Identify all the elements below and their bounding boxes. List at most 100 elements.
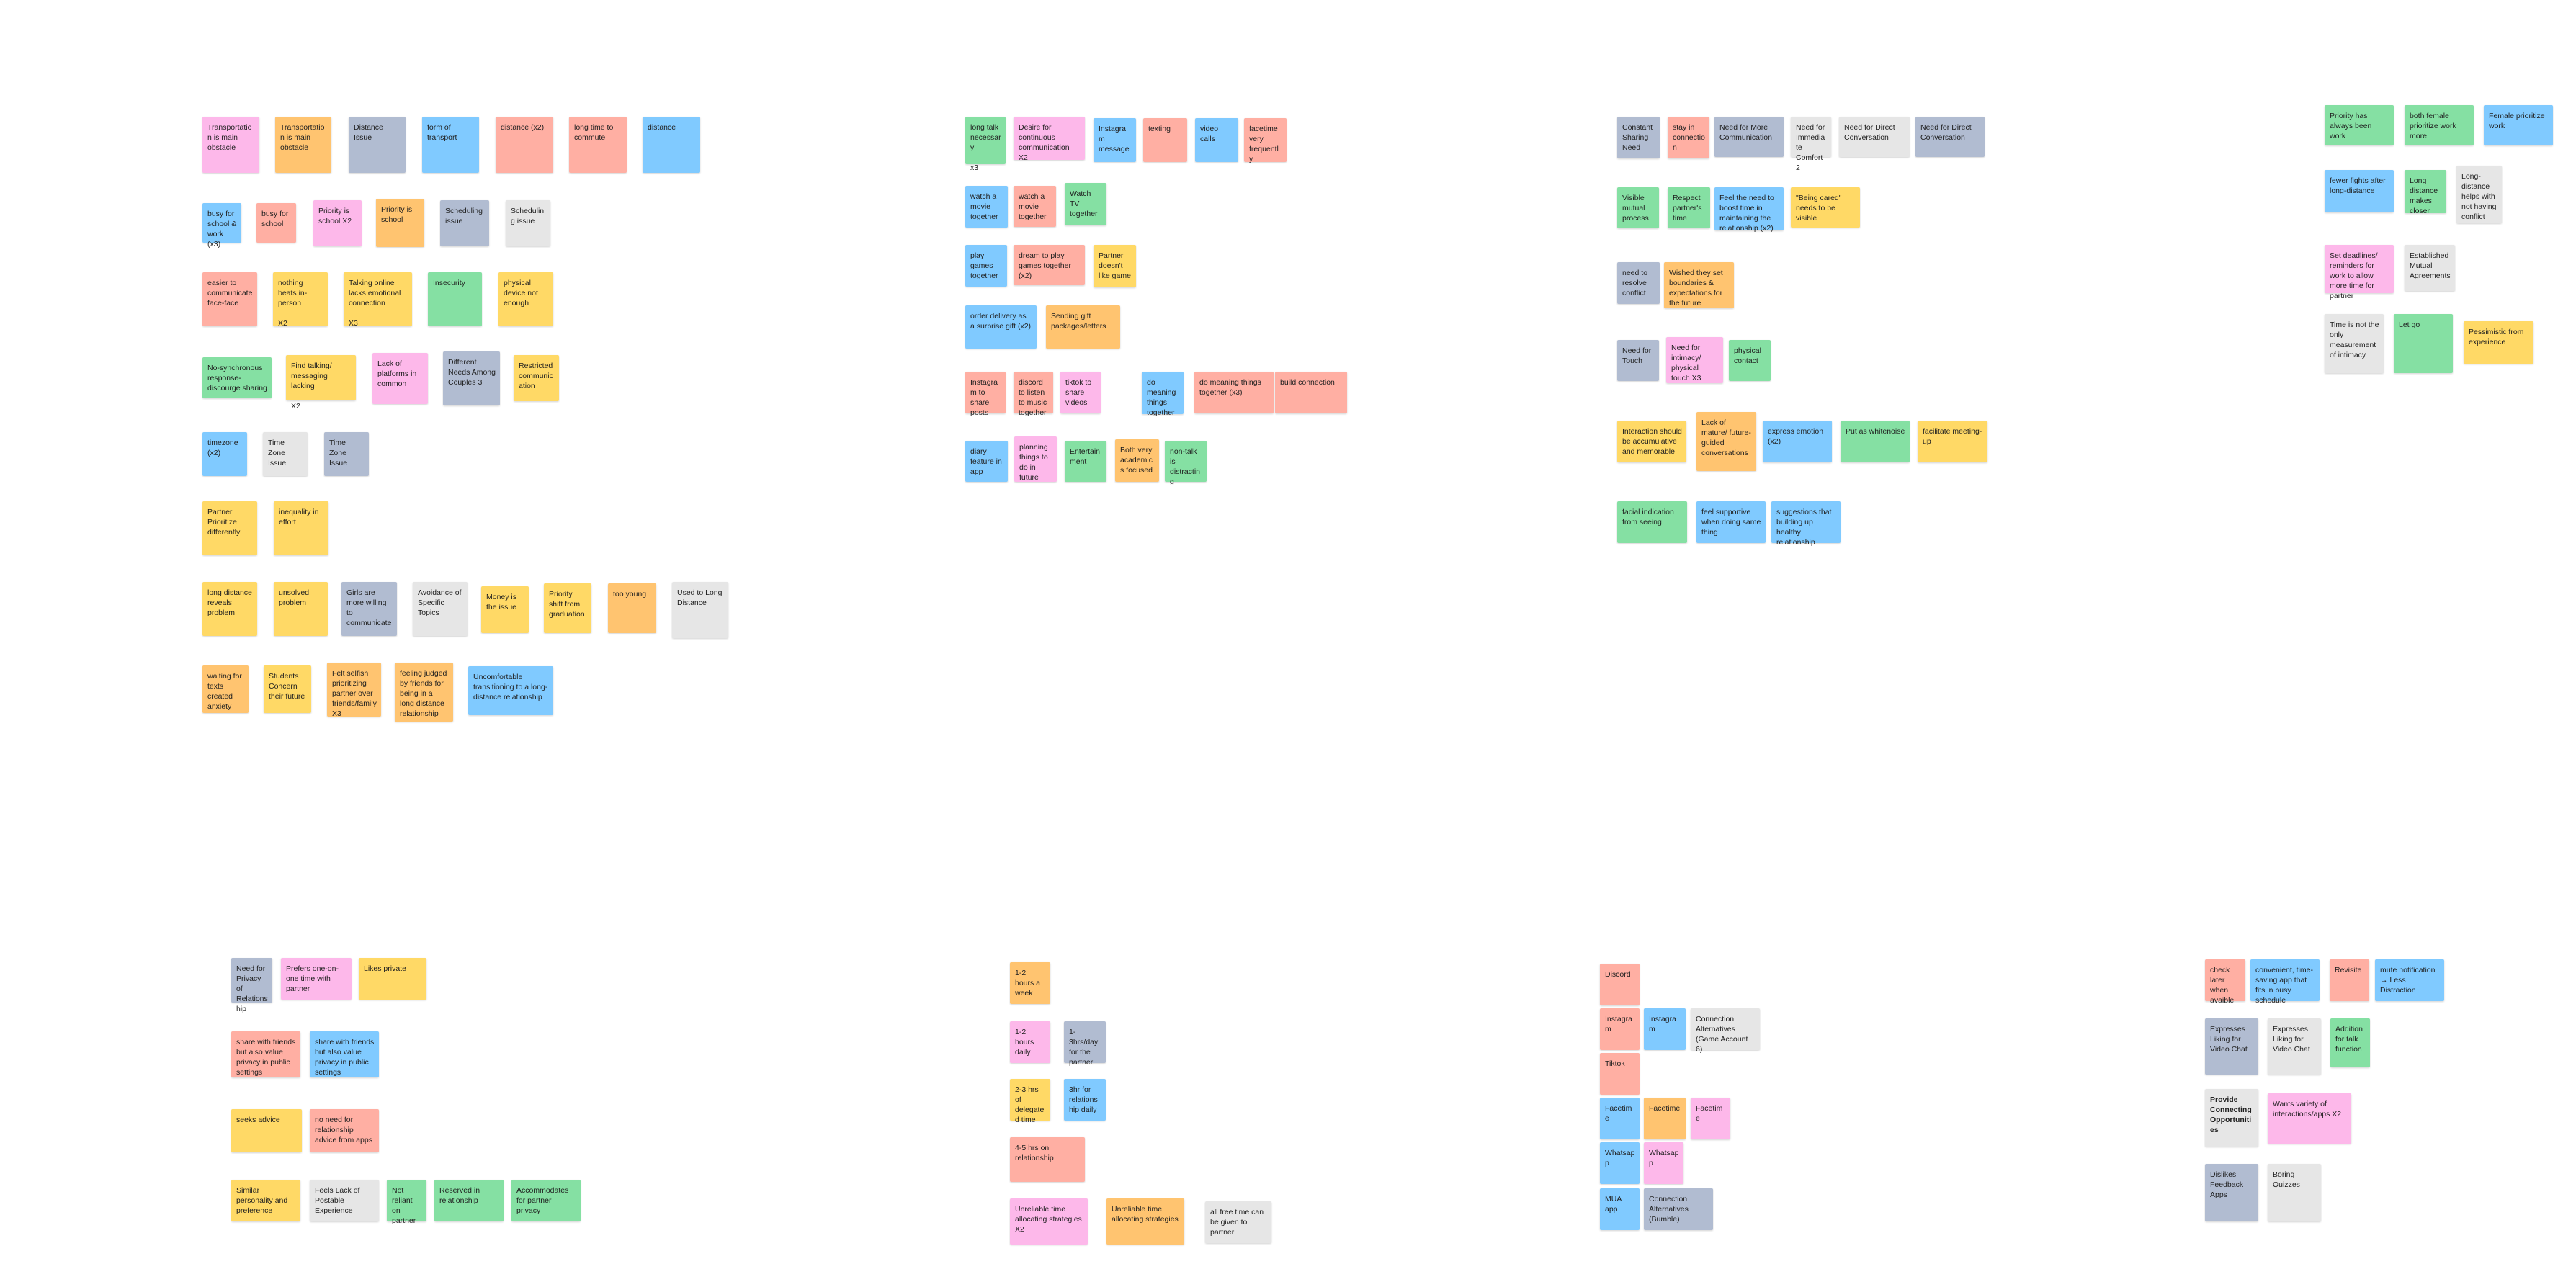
sticky-note[interactable]: Priority has always been work xyxy=(2325,105,2394,145)
sticky-note[interactable]: long distance reveals problem xyxy=(202,582,257,636)
sticky-note[interactable]: suggestions that building up healthy rel… xyxy=(1771,501,1841,547)
sticky-note[interactable]: do meaning things together xyxy=(1142,372,1184,417)
sticky-note[interactable]: physical device not enough xyxy=(498,272,553,326)
sticky-note[interactable]: Tiktok xyxy=(1600,1053,1640,1095)
sticky-note[interactable]: tiktok to share videos xyxy=(1060,372,1101,413)
sticky-note[interactable]: distance xyxy=(643,117,700,173)
sticky-note[interactable]: Need for Touch xyxy=(1617,340,1659,381)
sticky-note[interactable]: Uncomfortable transitioning to a long-di… xyxy=(468,666,553,715)
sticky-note[interactable]: Feels Lack of Postable Experience xyxy=(310,1180,379,1221)
sticky-note[interactable]: Restricted communication xyxy=(514,355,559,401)
sticky-note[interactable]: Need for Direct Conversation xyxy=(1839,117,1910,157)
sticky-note[interactable]: Both very academics focused xyxy=(1115,439,1159,482)
sticky-note[interactable]: busy for school xyxy=(256,203,296,243)
sticky-note[interactable]: diary feature in app xyxy=(965,441,1008,482)
sticky-note[interactable]: 1-2 hours a week xyxy=(1010,962,1050,1004)
sticky-note[interactable]: no need for relationship advice from app… xyxy=(310,1109,379,1152)
sticky-note[interactable]: Partner doesn't like game xyxy=(1094,245,1136,287)
sticky-note[interactable]: Felt selfish prioritizing partner over f… xyxy=(327,663,381,718)
sticky-note[interactable]: MUA app xyxy=(1600,1188,1640,1230)
sticky-note[interactable]: nothing beats in-person X2 xyxy=(273,272,328,328)
sticky-note[interactable]: seeks advice xyxy=(231,1109,302,1152)
sticky-note[interactable]: facetime very frequently xyxy=(1244,118,1287,163)
sticky-note[interactable]: unsolved problem xyxy=(274,582,328,636)
sticky-note[interactable]: both female prioritize work more xyxy=(2405,105,2474,145)
sticky-note[interactable]: 1-2 hours daily xyxy=(1010,1021,1050,1063)
sticky-note[interactable]: discord to listen to music together xyxy=(1014,372,1053,417)
sticky-note[interactable]: Instagram message xyxy=(1094,118,1136,162)
sticky-note[interactable]: Put as whitenoise xyxy=(1841,421,1910,462)
sticky-note[interactable]: too young xyxy=(608,583,656,633)
sticky-note[interactable]: Whatsapp xyxy=(1644,1142,1683,1184)
sticky-note[interactable]: facial indication from seeing xyxy=(1617,501,1687,543)
sticky-note[interactable]: long talk necessary x3 xyxy=(965,117,1006,172)
sticky-note[interactable]: Revisite xyxy=(2330,959,2369,1001)
sticky-note[interactable]: all free time can be given to partner xyxy=(1205,1201,1271,1243)
sticky-note[interactable]: Talking online lacks emotional connectio… xyxy=(344,272,412,328)
sticky-note[interactable]: Priority is school X2 xyxy=(313,200,362,246)
sticky-note[interactable]: Boring Quizzes xyxy=(2268,1164,2321,1221)
sticky-note[interactable]: No-synchronous response-discourge sharin… xyxy=(202,357,272,398)
sticky-note[interactable]: Priority shift from graduation xyxy=(544,583,591,633)
sticky-note[interactable]: 3hr for relationship daily xyxy=(1064,1079,1106,1121)
sticky-note[interactable]: stay in connection xyxy=(1668,117,1709,158)
sticky-note[interactable]: Need for Privacy of Relationship xyxy=(231,958,272,1013)
sticky-note[interactable]: busy for school & work (x3) xyxy=(202,203,241,248)
sticky-note[interactable]: Constant Sharing Need xyxy=(1617,117,1660,158)
sticky-note[interactable]: Instagram xyxy=(1644,1008,1686,1050)
sticky-note[interactable]: form of transport xyxy=(422,117,479,173)
sticky-note[interactable]: Reserved in relationship xyxy=(434,1180,504,1221)
sticky-note[interactable]: share with friends but also value privac… xyxy=(231,1031,300,1077)
sticky-note[interactable]: Lack of platforms in common xyxy=(372,353,428,404)
sticky-note[interactable]: order delivery as a surprise gift (x2) xyxy=(965,305,1037,349)
sticky-note[interactable]: Expresses Liking for Video Chat xyxy=(2205,1018,2258,1075)
sticky-note[interactable]: express emotion (x2) xyxy=(1763,421,1832,462)
sticky-note[interactable]: feeling judged by friends for being in a… xyxy=(395,663,453,722)
sticky-note[interactable]: Expresses Liking for Video Chat xyxy=(2268,1018,2321,1075)
sticky-note[interactable]: Desire for continuous communication X2 xyxy=(1014,117,1085,162)
sticky-note[interactable]: mute notification → Less Distraction xyxy=(2375,959,2444,1001)
sticky-note[interactable]: Time is not the only measurement of inti… xyxy=(2325,314,2384,373)
sticky-note[interactable]: Established Mutual Agreements xyxy=(2405,245,2455,291)
sticky-note[interactable]: Wants variety of interactions/apps X2 xyxy=(2268,1093,2351,1144)
sticky-note[interactable]: Entertainment xyxy=(1065,441,1106,482)
sticky-note[interactable]: Used to Long Distance xyxy=(672,582,728,638)
sticky-note[interactable]: Need for Immediate Comfort 2 xyxy=(1791,117,1831,172)
sticky-note[interactable]: Money is the issue xyxy=(481,586,529,633)
sticky-note[interactable]: video calls xyxy=(1195,118,1238,162)
sticky-note[interactable]: Time Zone Issue xyxy=(324,432,369,476)
sticky-note[interactable]: long time to commute xyxy=(569,117,627,173)
sticky-note[interactable]: Transportation is main obstacle xyxy=(275,117,331,173)
sticky-note[interactable]: Female prioritize work xyxy=(2484,105,2553,145)
sticky-note[interactable]: Facetime xyxy=(1691,1098,1730,1139)
sticky-note[interactable]: waiting for texts created anxiety xyxy=(202,665,249,713)
sticky-note[interactable]: Watch TV together xyxy=(1065,183,1106,225)
sticky-note[interactable]: check later when avaible xyxy=(2205,959,2245,1005)
sticky-note[interactable]: Interaction should be accumulative and m… xyxy=(1617,421,1686,462)
sticky-note[interactable]: Instagram to share posts xyxy=(965,372,1006,417)
sticky-note[interactable]: Not reliant on partner xyxy=(387,1180,426,1225)
sticky-note[interactable]: build connection xyxy=(1275,372,1347,413)
sticky-note[interactable]: "Being cared" needs to be visible xyxy=(1791,187,1860,228)
sticky-note[interactable]: fewer fights after long-distance xyxy=(2325,170,2394,212)
sticky-note[interactable]: easier to communicate face-face xyxy=(202,272,257,326)
sticky-note[interactable]: Let go xyxy=(2394,314,2453,373)
sticky-note[interactable]: Scheduling issue xyxy=(440,200,489,246)
sticky-note[interactable]: Girls are more willing to communicate xyxy=(341,582,397,636)
sticky-note[interactable]: Addition for talk function xyxy=(2330,1018,2370,1067)
sticky-note[interactable]: non-talk is distracting xyxy=(1165,441,1207,486)
sticky-note[interactable]: 2-3 hrs of delegated time xyxy=(1010,1079,1050,1124)
sticky-note[interactable]: physical contact xyxy=(1729,340,1771,381)
sticky-note[interactable]: facilitate meeting-up xyxy=(1918,421,1987,462)
sticky-note[interactable]: do meaning things together (x3) xyxy=(1194,372,1274,413)
sticky-note[interactable]: convenient, time-saving app that fits in… xyxy=(2250,959,2320,1005)
sticky-note[interactable]: inequality in effort xyxy=(274,501,328,555)
sticky-note[interactable]: Instagram xyxy=(1600,1008,1640,1050)
sticky-note[interactable]: Respect partner's time xyxy=(1668,187,1710,228)
sticky-note[interactable]: dream to play games together (x2) xyxy=(1014,245,1085,285)
sticky-note[interactable]: 4-5 hrs on relationship xyxy=(1010,1137,1085,1182)
sticky-note[interactable]: Time Zone Issue xyxy=(263,432,308,476)
sticky-note[interactable]: feel supportive when doing same thing xyxy=(1696,501,1766,543)
sticky-note[interactable]: Visible mutual process xyxy=(1617,187,1659,228)
